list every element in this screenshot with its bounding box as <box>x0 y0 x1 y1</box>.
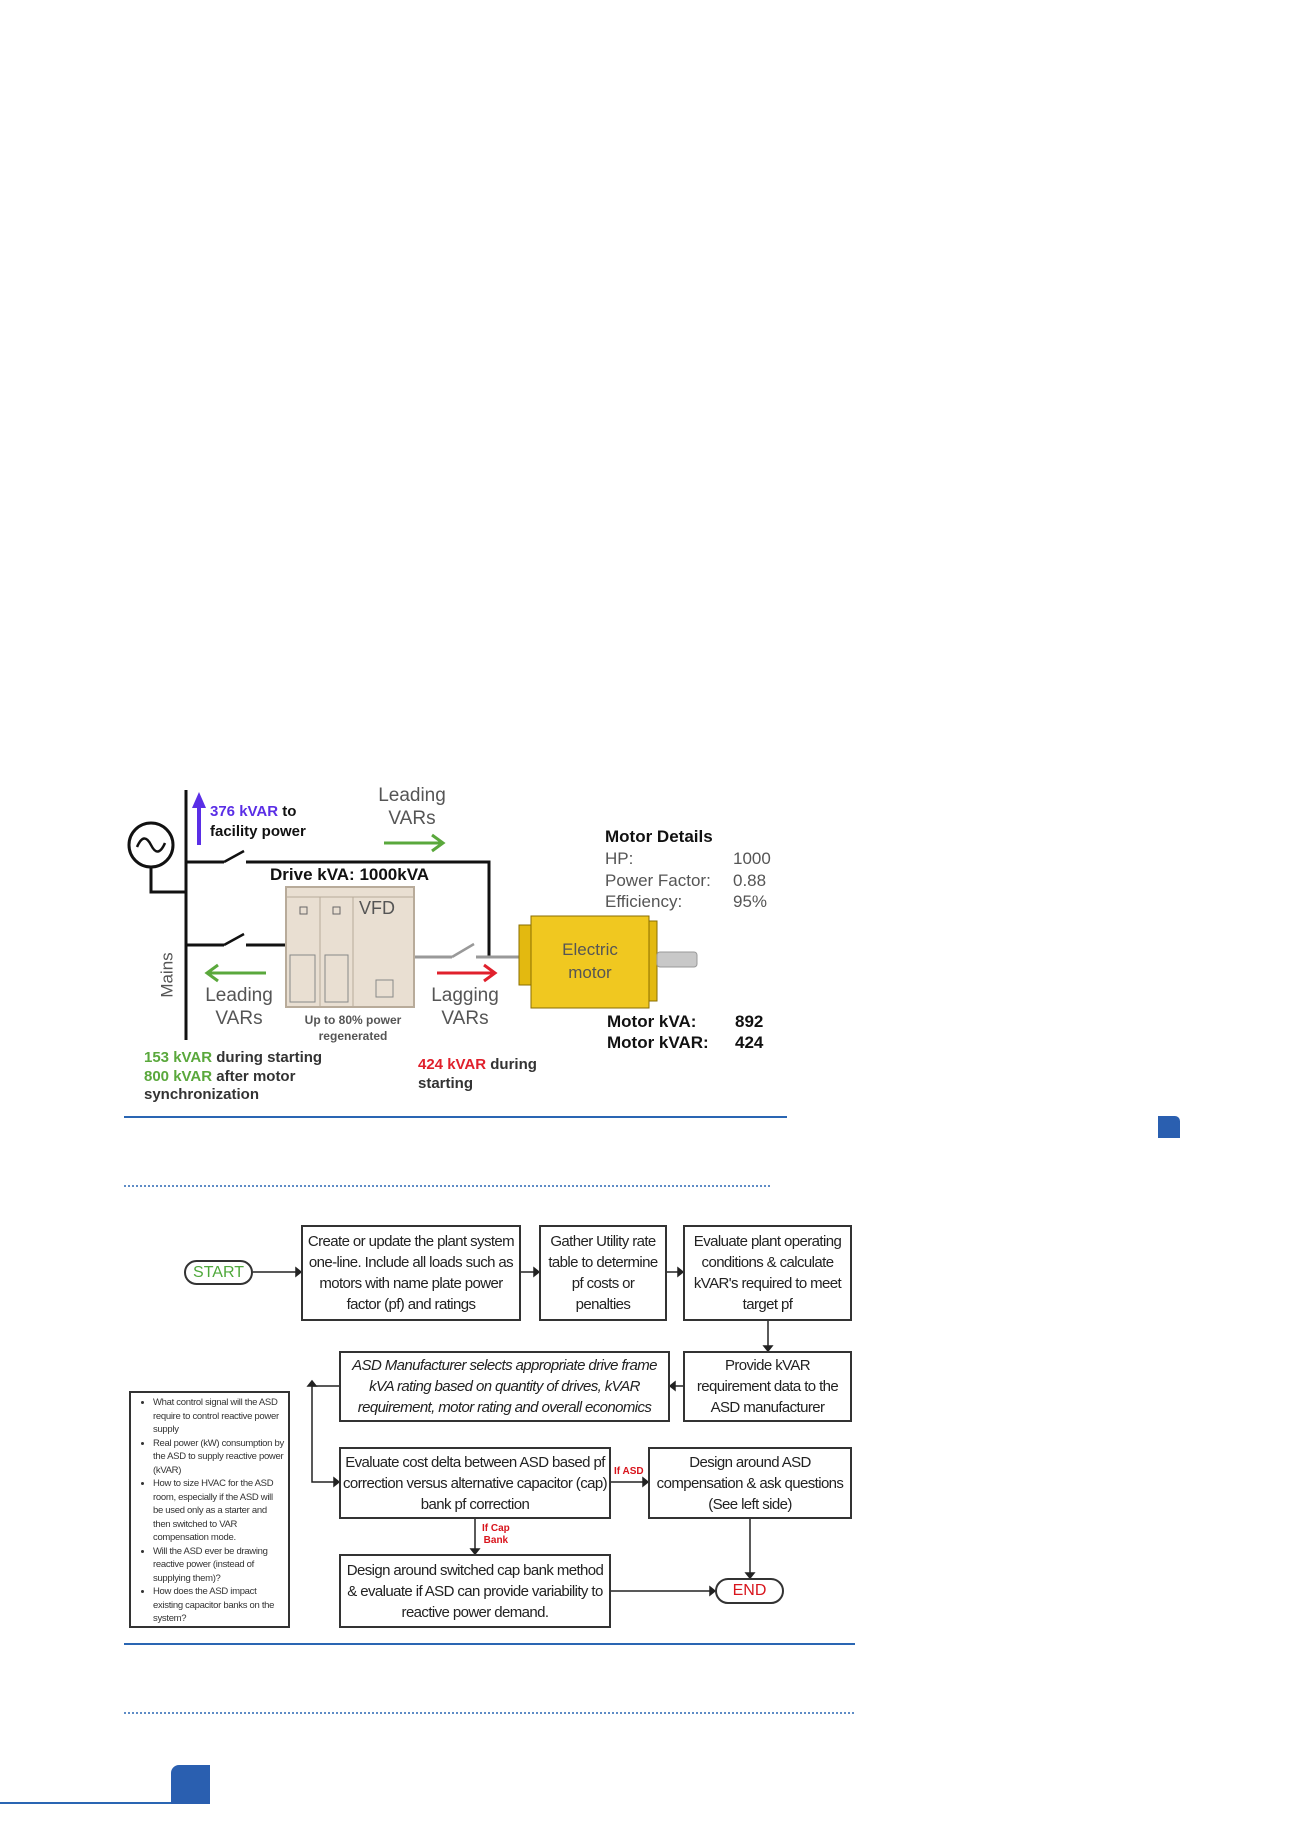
step-evaluate-cost: Evaluate cost delta between ASD based pf… <box>339 1447 611 1519</box>
end-node: END <box>715 1578 784 1604</box>
vfd-label: VFD <box>359 898 395 918</box>
electric-motor-icon <box>518 915 698 1009</box>
publication-logo-icon <box>1158 1116 1180 1138</box>
question-item: How to size HVAC for the ASD room, espec… <box>153 1477 284 1545</box>
lagging-kvar-note: 424 kVAR during starting <box>418 1056 537 1092</box>
vfd-cabinet-icon <box>285 886 415 1008</box>
facility-power-text: facility power <box>210 823 306 840</box>
question-item: Real power (kW) consumption by the ASD t… <box>153 1437 284 1478</box>
question-item: Will the ASD ever be drawing reactive po… <box>153 1545 284 1586</box>
motor-details-labels: HP:Power Factor:Efficiency: <box>605 849 711 911</box>
step-provide-kvar: Provide kVAR requirement data to the ASD… <box>683 1351 852 1422</box>
start-node: START <box>184 1260 253 1285</box>
step-gather-rates: Gather Utility rate table to determine p… <box>539 1225 667 1321</box>
leading-vars-arrow-icon <box>431 833 446 853</box>
step-manufacturer-selects: ASD Manufacturer selects appropriate dri… <box>339 1351 670 1422</box>
asd-questions-box: What control signal will the ASD require… <box>129 1391 290 1628</box>
question-item: How does the ASD impact existing capacit… <box>153 1585 284 1626</box>
step-create-one-line: Create or update the plant system one-li… <box>301 1225 521 1321</box>
if-asd-label: If ASD <box>614 1466 644 1477</box>
page-number-tab <box>171 1765 210 1804</box>
motor-kva-labels: Motor kVA:Motor kVAR: <box>607 1012 709 1052</box>
lagging-vars-arrow-icon <box>483 963 498 983</box>
step-design-cap-bank: Design around switched cap bank method &… <box>339 1554 611 1628</box>
motor-details-title: Motor Details <box>605 827 713 846</box>
drive-kva-label: Drive kVA: 1000kVA <box>270 865 430 884</box>
question-item: What control signal will the ASD require… <box>153 1396 284 1437</box>
facility-kvar-text: 376 kVAR to <box>210 803 297 820</box>
step-design-asd: Design around ASD compensation & ask que… <box>648 1447 852 1519</box>
blue-up-arrow-icon <box>192 792 206 808</box>
leading-vars-left-arrow-icon <box>204 963 219 983</box>
starting-kvar-notes: 153 kVAR during starting 800 kVAR after … <box>144 1049 323 1103</box>
mains-label: Mains <box>157 952 177 998</box>
step-evaluate-conditions: Evaluate plant operating conditions & ca… <box>683 1225 852 1321</box>
